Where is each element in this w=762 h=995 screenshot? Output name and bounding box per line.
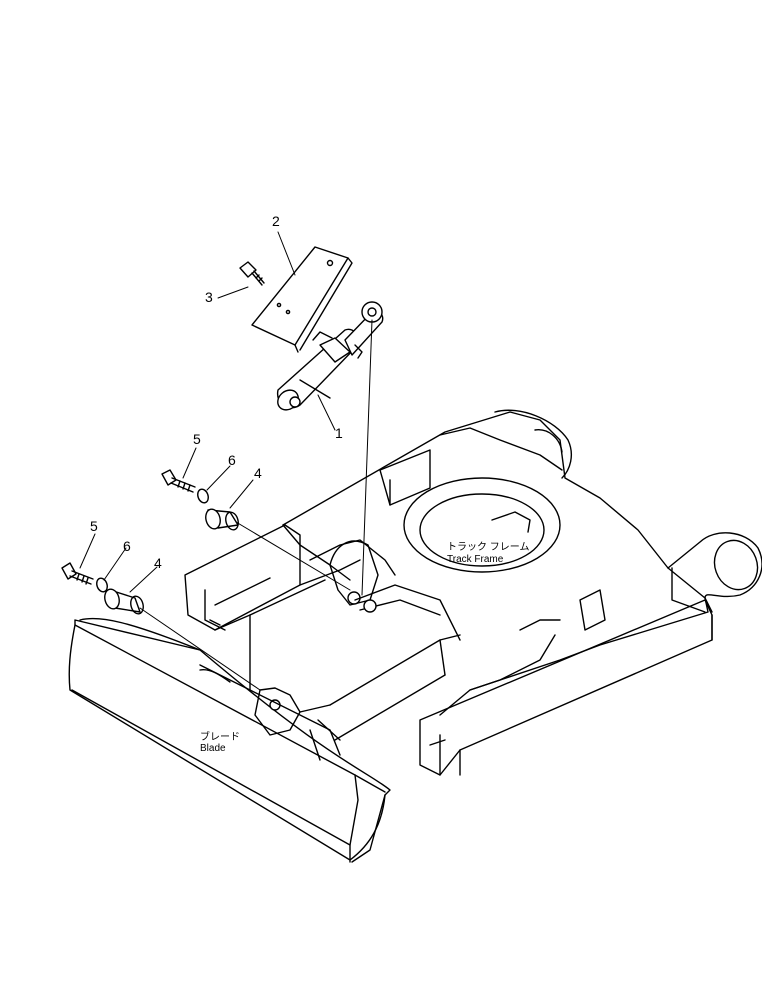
callout-1: 1 [335, 425, 343, 441]
leader-lines [79, 231, 336, 593]
track-frame-label-jp: トラック フレーム [447, 541, 529, 553]
assembly-lines [139, 319, 373, 691]
callout-4-lower: 4 [154, 555, 162, 571]
callout-5-lower: 5 [90, 518, 98, 534]
blade [68, 617, 391, 863]
track-frame-label-en: Track Frame [447, 554, 504, 565]
blade-label-jp: ブレード [200, 730, 240, 743]
callout-4-upper: 4 [254, 465, 262, 481]
blade-cylinder [276, 301, 384, 411]
callout-2: 2 [272, 213, 280, 229]
callout-6-lower: 6 [123, 538, 131, 554]
cover-bolt [239, 261, 265, 286]
upper-pin-set [161, 469, 239, 531]
callout-6-upper: 6 [228, 452, 236, 468]
callout-3: 3 [205, 289, 213, 305]
callout-5-upper: 5 [193, 431, 201, 447]
blade-label-en: Blade [200, 743, 226, 754]
track-frame [184, 409, 762, 776]
lower-pin-set [61, 562, 144, 615]
